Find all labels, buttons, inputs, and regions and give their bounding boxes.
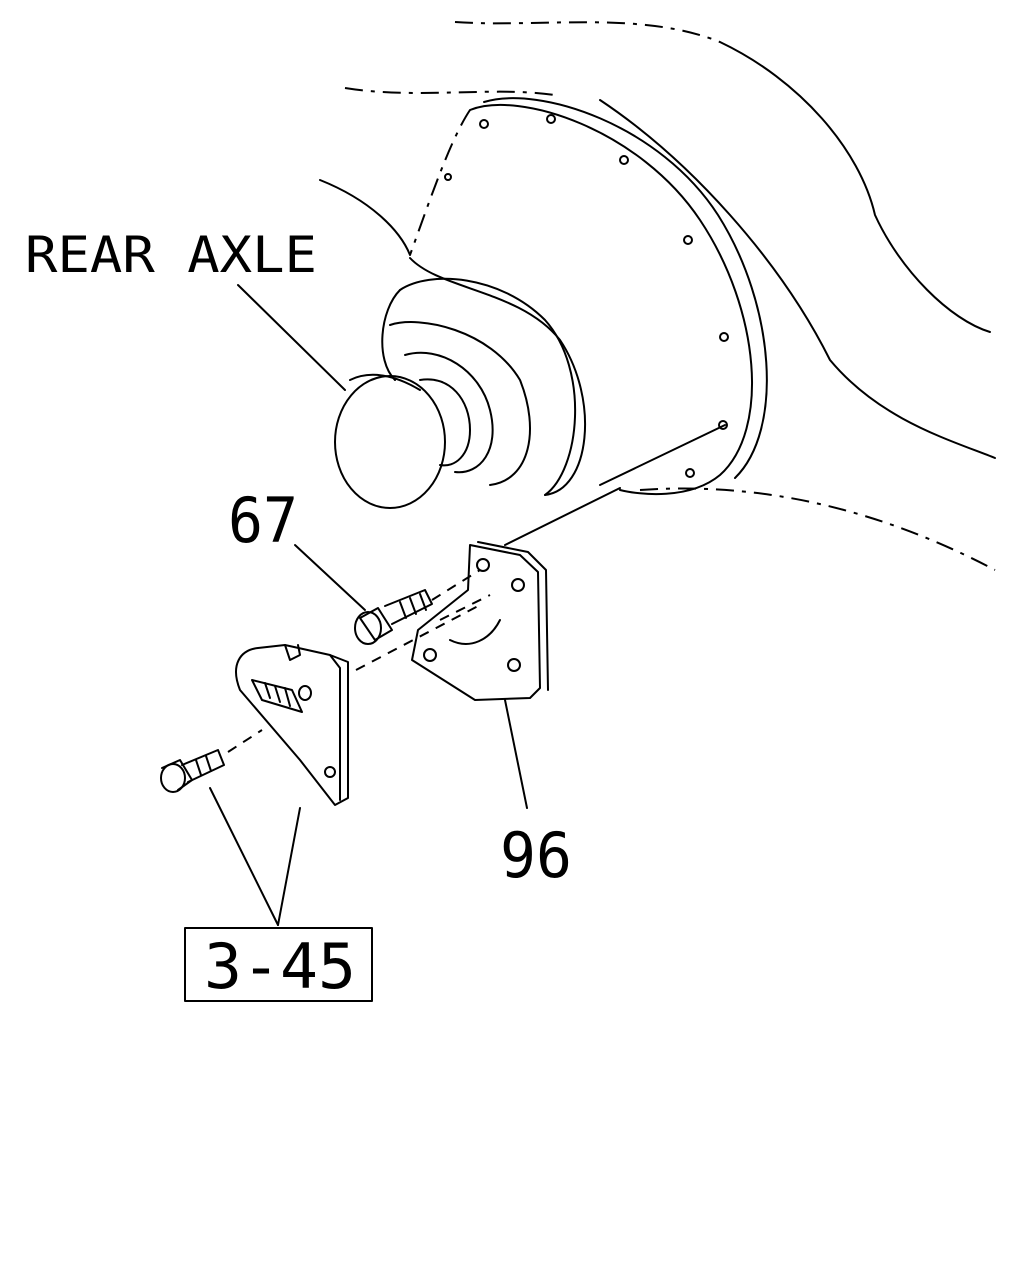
axle-housing [319,21,996,571]
mount-bracket [235,604,481,806]
label-part-96: 96 [500,819,572,892]
leader-3-45-a [209,787,279,926]
bolt-67 [354,569,481,645]
label-part-67: 67 [228,484,298,557]
label-rear-axle: REAR AXLE [25,226,317,284]
bracket-96 [411,541,549,701]
leader-3-45-b [277,807,301,926]
leader-rear-axle [237,284,346,391]
leader-67 [294,544,366,611]
leader-96 [504,699,528,809]
part-ref-box [184,927,373,1002]
bolt-small [160,729,263,793]
label-part-ref: 3-45 [204,930,356,1003]
